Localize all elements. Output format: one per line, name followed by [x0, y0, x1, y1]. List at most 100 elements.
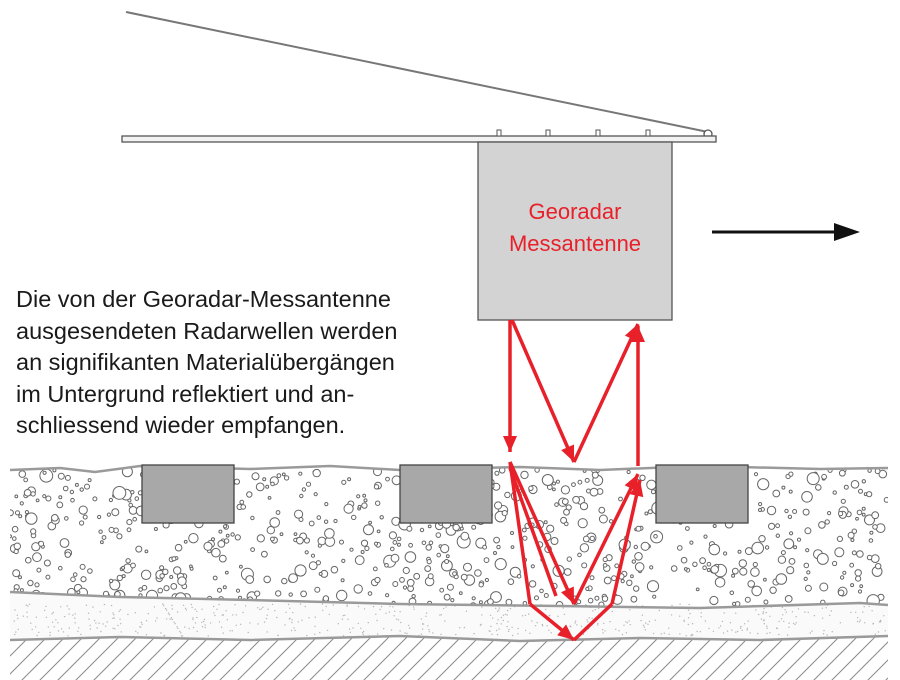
plate-bolt [595, 129, 601, 137]
gravel-stone [36, 567, 42, 573]
gravel-stone [288, 573, 299, 583]
sand-grain [679, 615, 681, 617]
sand-grain [825, 607, 827, 609]
sand-grain [671, 604, 673, 607]
gravel-stone [349, 547, 354, 552]
gravel-stone [269, 517, 281, 528]
gravel-stone [443, 593, 451, 601]
sand-grain [154, 620, 157, 622]
sand-grain [89, 628, 92, 630]
sand-grain [491, 633, 493, 635]
sand-grain [463, 626, 466, 629]
gravel-stone [116, 574, 124, 582]
gravel-stone [620, 579, 625, 584]
gravel-stone [330, 565, 339, 574]
gravel-stone [173, 566, 182, 575]
gravel-stone [781, 485, 786, 490]
gravel-stone [19, 501, 24, 506]
gravel-stone [183, 539, 188, 544]
gravel-stone [135, 545, 143, 553]
sand-grain [604, 630, 606, 632]
sand-grain [220, 626, 223, 628]
gravel-stone [788, 558, 796, 565]
sand-grain [582, 633, 585, 635]
sand-grain [192, 626, 195, 629]
gravel-stone [652, 594, 657, 599]
sand-grain [629, 624, 631, 626]
gravel-stone [121, 565, 126, 570]
sand-grain [509, 608, 512, 610]
sand-grain [670, 614, 673, 616]
sand-grain [691, 633, 693, 636]
gravel-stone [250, 547, 256, 552]
gravel-stone [683, 567, 688, 571]
gravel-stone [709, 595, 719, 606]
sand-grain [597, 607, 600, 610]
radar-ray [508, 467, 558, 597]
gravel-stone [30, 491, 36, 497]
gravel-stone [766, 505, 777, 516]
gravel-stone [12, 536, 17, 541]
gravel-stone [13, 548, 19, 555]
sand-grain [766, 625, 768, 627]
gravel-stone [803, 562, 810, 569]
sand-grain [644, 629, 647, 631]
gravel-stone [341, 558, 346, 564]
gravel-stone [97, 514, 102, 520]
sand-grain [507, 621, 509, 623]
gravel-stone [577, 552, 582, 558]
sand-grain [504, 613, 507, 615]
gravel-stone [712, 524, 717, 528]
gravel-stone [737, 549, 742, 554]
gravel-stone [159, 565, 165, 571]
gravel-stone [646, 479, 657, 490]
gravel-stone [79, 563, 86, 570]
gravel-stone [602, 563, 608, 568]
gravel-stone [353, 584, 363, 594]
sand-grain [855, 611, 857, 613]
sand-grain [153, 606, 156, 608]
gravel-stone [858, 488, 863, 494]
sand-grain [176, 611, 179, 613]
sand-grain [294, 629, 296, 632]
gravel-stone [25, 512, 38, 525]
sand-grain [196, 610, 198, 612]
gravel-stone [731, 567, 739, 575]
gravel-stone [602, 556, 608, 563]
sand-grain [181, 635, 184, 637]
gravel-stone [265, 484, 270, 489]
sand-grain [406, 632, 408, 635]
ray-arrowhead [631, 326, 645, 342]
gravel-stone [126, 519, 133, 526]
sand-grain [408, 627, 411, 629]
sand-grain [687, 609, 690, 611]
gravel-stone [313, 492, 318, 497]
gravel-stone [159, 573, 165, 579]
gravel-stone [878, 469, 888, 479]
radar-ray [508, 461, 576, 605]
sand-grain [167, 612, 170, 614]
gravel-stone [266, 526, 275, 535]
sand-grain [28, 603, 31, 605]
sand-grain [244, 605, 247, 607]
sand-grain [623, 624, 625, 626]
gravel-stone [806, 472, 820, 486]
sand-grain [291, 619, 293, 621]
sand-grain [420, 618, 423, 620]
sand-grain [192, 617, 194, 619]
sand-grain [741, 629, 743, 631]
sand-grain [119, 618, 121, 620]
sand-grain [592, 610, 594, 612]
sand-grain [247, 631, 249, 634]
sand-grain [563, 613, 566, 616]
sand-grain [191, 606, 193, 609]
gravel-stone [203, 541, 213, 551]
gravel-stone [805, 548, 810, 553]
sand-grain [439, 614, 441, 616]
gravel-stone [630, 574, 634, 579]
sand-grain [102, 623, 104, 625]
gravel-stone [108, 497, 114, 503]
sand-grain [328, 613, 330, 616]
sand-grain [290, 629, 293, 632]
gravel-stone [128, 502, 133, 508]
